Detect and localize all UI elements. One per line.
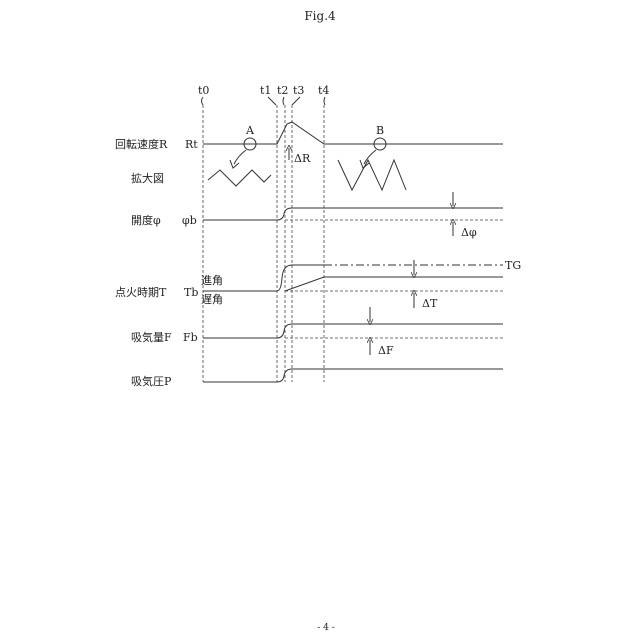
symbol-intake-amount: Fb xyxy=(183,331,198,344)
time-leader-t1 xyxy=(268,97,276,105)
page-number: - 4 - xyxy=(317,623,335,633)
zoom-arrow-a xyxy=(234,150,246,164)
intake-amount-trace xyxy=(203,324,503,338)
symbol-rotation-speed: Rt xyxy=(185,138,198,151)
symbol-opening: φb xyxy=(182,214,197,227)
time-leader-t4 xyxy=(324,97,325,105)
time-marker-t0: t0 xyxy=(198,84,209,97)
magnified-wave-a xyxy=(208,170,271,186)
time-leader-t2 xyxy=(283,97,284,105)
label-ignition-timing: 点火時期T xyxy=(115,286,167,299)
label-rotation-speed: 回転速度R xyxy=(115,137,168,151)
point-b-label: B xyxy=(376,124,384,137)
magnified-wave-b xyxy=(338,160,406,190)
delta-f-label: ΔF xyxy=(378,344,394,357)
point-a-label: A xyxy=(245,124,255,137)
time-marker-t3: t3 xyxy=(293,84,304,97)
zoom-arrow-b xyxy=(364,150,376,164)
figure-title: Fig.4 xyxy=(304,9,336,23)
label-magnified: 拡大図 xyxy=(131,171,164,185)
label-opening: 開度φ xyxy=(131,213,161,227)
label-intake-amount: 吸気量F xyxy=(131,330,172,344)
time-marker-t2: t2 xyxy=(277,84,288,97)
time-marker-t1: t1 xyxy=(260,84,271,97)
time-leader-t0 xyxy=(202,97,204,105)
label-retard: 遅角 xyxy=(201,293,223,306)
label-advance: 進角 xyxy=(201,274,223,287)
symbol-ignition-timing: Tb xyxy=(184,286,198,299)
delta-t-label: ΔT xyxy=(422,297,438,310)
delta-r-label: ΔR xyxy=(294,152,311,165)
label-intake-pressure: 吸気圧P xyxy=(131,374,172,388)
opening-trace xyxy=(203,208,503,220)
target-label: TG xyxy=(505,259,521,272)
time-marker-t4: t4 xyxy=(318,84,329,97)
time-leader-t3 xyxy=(292,97,300,105)
delta-phi-label: Δφ xyxy=(461,226,477,239)
intake-pressure-trace xyxy=(203,369,503,382)
ignition-timing-trace-retard xyxy=(285,277,503,291)
